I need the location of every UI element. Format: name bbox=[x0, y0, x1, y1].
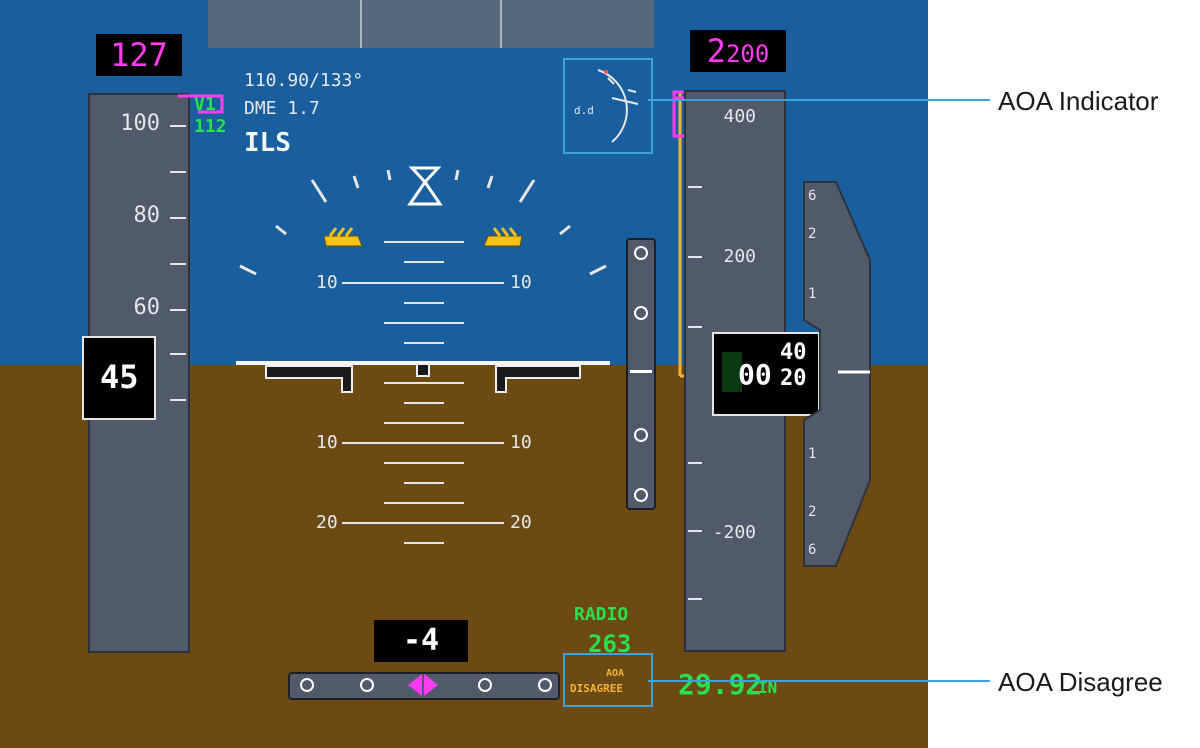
sky-pointer bbox=[407, 179, 443, 206]
barometric-setting-value: 29.92 bbox=[678, 668, 763, 701]
aoa-disagree-line2: DISAGREE bbox=[570, 682, 623, 695]
airspeed-scale-60: 60 bbox=[133, 295, 161, 320]
aoa-indicator-callout: AOA Indicator bbox=[998, 86, 1159, 116]
altitude-tick bbox=[688, 326, 702, 328]
current-altitude-box: 00 40 20 bbox=[712, 332, 820, 416]
deviation-dot bbox=[634, 428, 648, 442]
vsi-scale-1-up: 1 bbox=[808, 286, 817, 302]
localizer-deviation-scale bbox=[288, 672, 560, 700]
annunciator-separator bbox=[360, 0, 362, 48]
airspeed-scale-100: 100 bbox=[120, 111, 160, 136]
primary-flight-display: 127 100 80 60 V1 112 45 110.90/133° DME … bbox=[0, 0, 928, 748]
altitude-drum-top: 40 bbox=[780, 340, 807, 365]
deviation-dot bbox=[478, 678, 492, 692]
dme-distance: DME 1.7 bbox=[244, 98, 320, 119]
radio-altitude-label: RADIO bbox=[574, 604, 629, 625]
bank-pointer bbox=[408, 166, 442, 185]
deviation-dot bbox=[634, 488, 648, 502]
pitch-label-down20-left: 20 bbox=[316, 512, 338, 533]
current-airspeed-box: 45 bbox=[82, 336, 156, 420]
v1-bug-value: 112 bbox=[194, 116, 227, 137]
altitude-scale-200: 200 bbox=[723, 246, 756, 267]
localizer-pointer-right bbox=[424, 674, 438, 696]
altitude-tick bbox=[688, 256, 702, 258]
top-annunciator-band bbox=[208, 0, 654, 48]
deviation-dot bbox=[300, 678, 314, 692]
aoa-indicator-leader-line bbox=[648, 99, 990, 101]
airspeed-scale-80: 80 bbox=[133, 203, 161, 228]
v1-bug-label: V1 bbox=[194, 94, 216, 115]
flight-director-right bbox=[483, 227, 523, 247]
vsi-scale-6-up: 6 bbox=[808, 188, 817, 204]
bank-angle-marks bbox=[239, 169, 607, 276]
aoa-gauge-graphic bbox=[597, 69, 639, 143]
altitude-scale-400: 400 bbox=[723, 106, 756, 127]
pitch-label-up-left: 10 bbox=[316, 272, 338, 293]
altitude-drum-bottom: 20 bbox=[780, 366, 807, 391]
vertical-speed-graphic bbox=[803, 181, 871, 567]
vsi-scale-6-down: 6 bbox=[808, 542, 817, 558]
current-airspeed: 45 bbox=[100, 358, 139, 396]
pitch-label-down10-left: 10 bbox=[316, 432, 338, 453]
deviation-center-mark bbox=[630, 370, 652, 373]
vsi-scale-1-down: 1 bbox=[808, 446, 817, 462]
deviation-dot bbox=[538, 678, 552, 692]
altitude-tick bbox=[688, 598, 702, 600]
altitude-tick bbox=[688, 186, 702, 188]
localizer-pointer-left bbox=[408, 674, 422, 696]
aoa-disagree-highlight bbox=[563, 653, 653, 707]
aoa-disagree-line1: AOA bbox=[606, 668, 625, 679]
deviation-dot bbox=[360, 678, 374, 692]
airspeed-tick bbox=[170, 125, 186, 127]
aoa-disagree-callout: AOA Disagree bbox=[998, 667, 1163, 697]
attitude-graphics bbox=[178, 90, 779, 544]
selected-altitude-thousands: 2 bbox=[706, 32, 726, 70]
deviation-dot bbox=[634, 306, 648, 320]
pitch-ladder bbox=[342, 241, 504, 544]
selected-altitude: 2200 bbox=[690, 30, 786, 72]
heading-deviation-box: -4 bbox=[374, 620, 468, 662]
barometric-setting-unit: IN bbox=[758, 678, 778, 697]
current-altitude: 00 bbox=[738, 358, 772, 391]
pitch-label-down10-right: 10 bbox=[510, 432, 532, 453]
pitch-label-down20-right: 20 bbox=[510, 512, 532, 533]
altitude-scale-minus200: -200 bbox=[712, 522, 756, 543]
airspeed-tick bbox=[170, 171, 186, 173]
airspeed-tick bbox=[170, 309, 186, 311]
altitude-tick bbox=[688, 462, 702, 464]
airspeed-tick bbox=[170, 353, 186, 355]
aoa-disagree-leader-line bbox=[648, 680, 990, 682]
vsi-scale-2-up: 2 bbox=[808, 226, 817, 242]
vsi-scale-2-down: 2 bbox=[808, 504, 817, 520]
glideslope-deviation-scale bbox=[626, 238, 656, 510]
selected-altitude-hundreds: 200 bbox=[725, 40, 770, 68]
aoa-indicator-highlight bbox=[563, 58, 653, 154]
airspeed-tick bbox=[170, 263, 186, 265]
deviation-dot bbox=[634, 246, 648, 260]
flight-director-left bbox=[323, 227, 363, 247]
altitude-tick bbox=[688, 530, 702, 532]
airspeed-tick bbox=[170, 217, 186, 219]
airplane-symbol bbox=[265, 363, 581, 393]
aoa-gauge-value: d.d bbox=[574, 104, 594, 117]
nav-frequency-course: 110.90/133° bbox=[244, 70, 364, 91]
nav-source: ILS bbox=[244, 128, 291, 158]
pitch-label-up-right: 10 bbox=[510, 272, 532, 293]
annunciator-separator bbox=[500, 0, 502, 48]
selected-airspeed: 127 bbox=[96, 34, 182, 76]
airspeed-tick bbox=[170, 399, 186, 401]
v1-bug-marker bbox=[178, 94, 224, 114]
altitude-green-cross-hatch bbox=[722, 352, 742, 392]
